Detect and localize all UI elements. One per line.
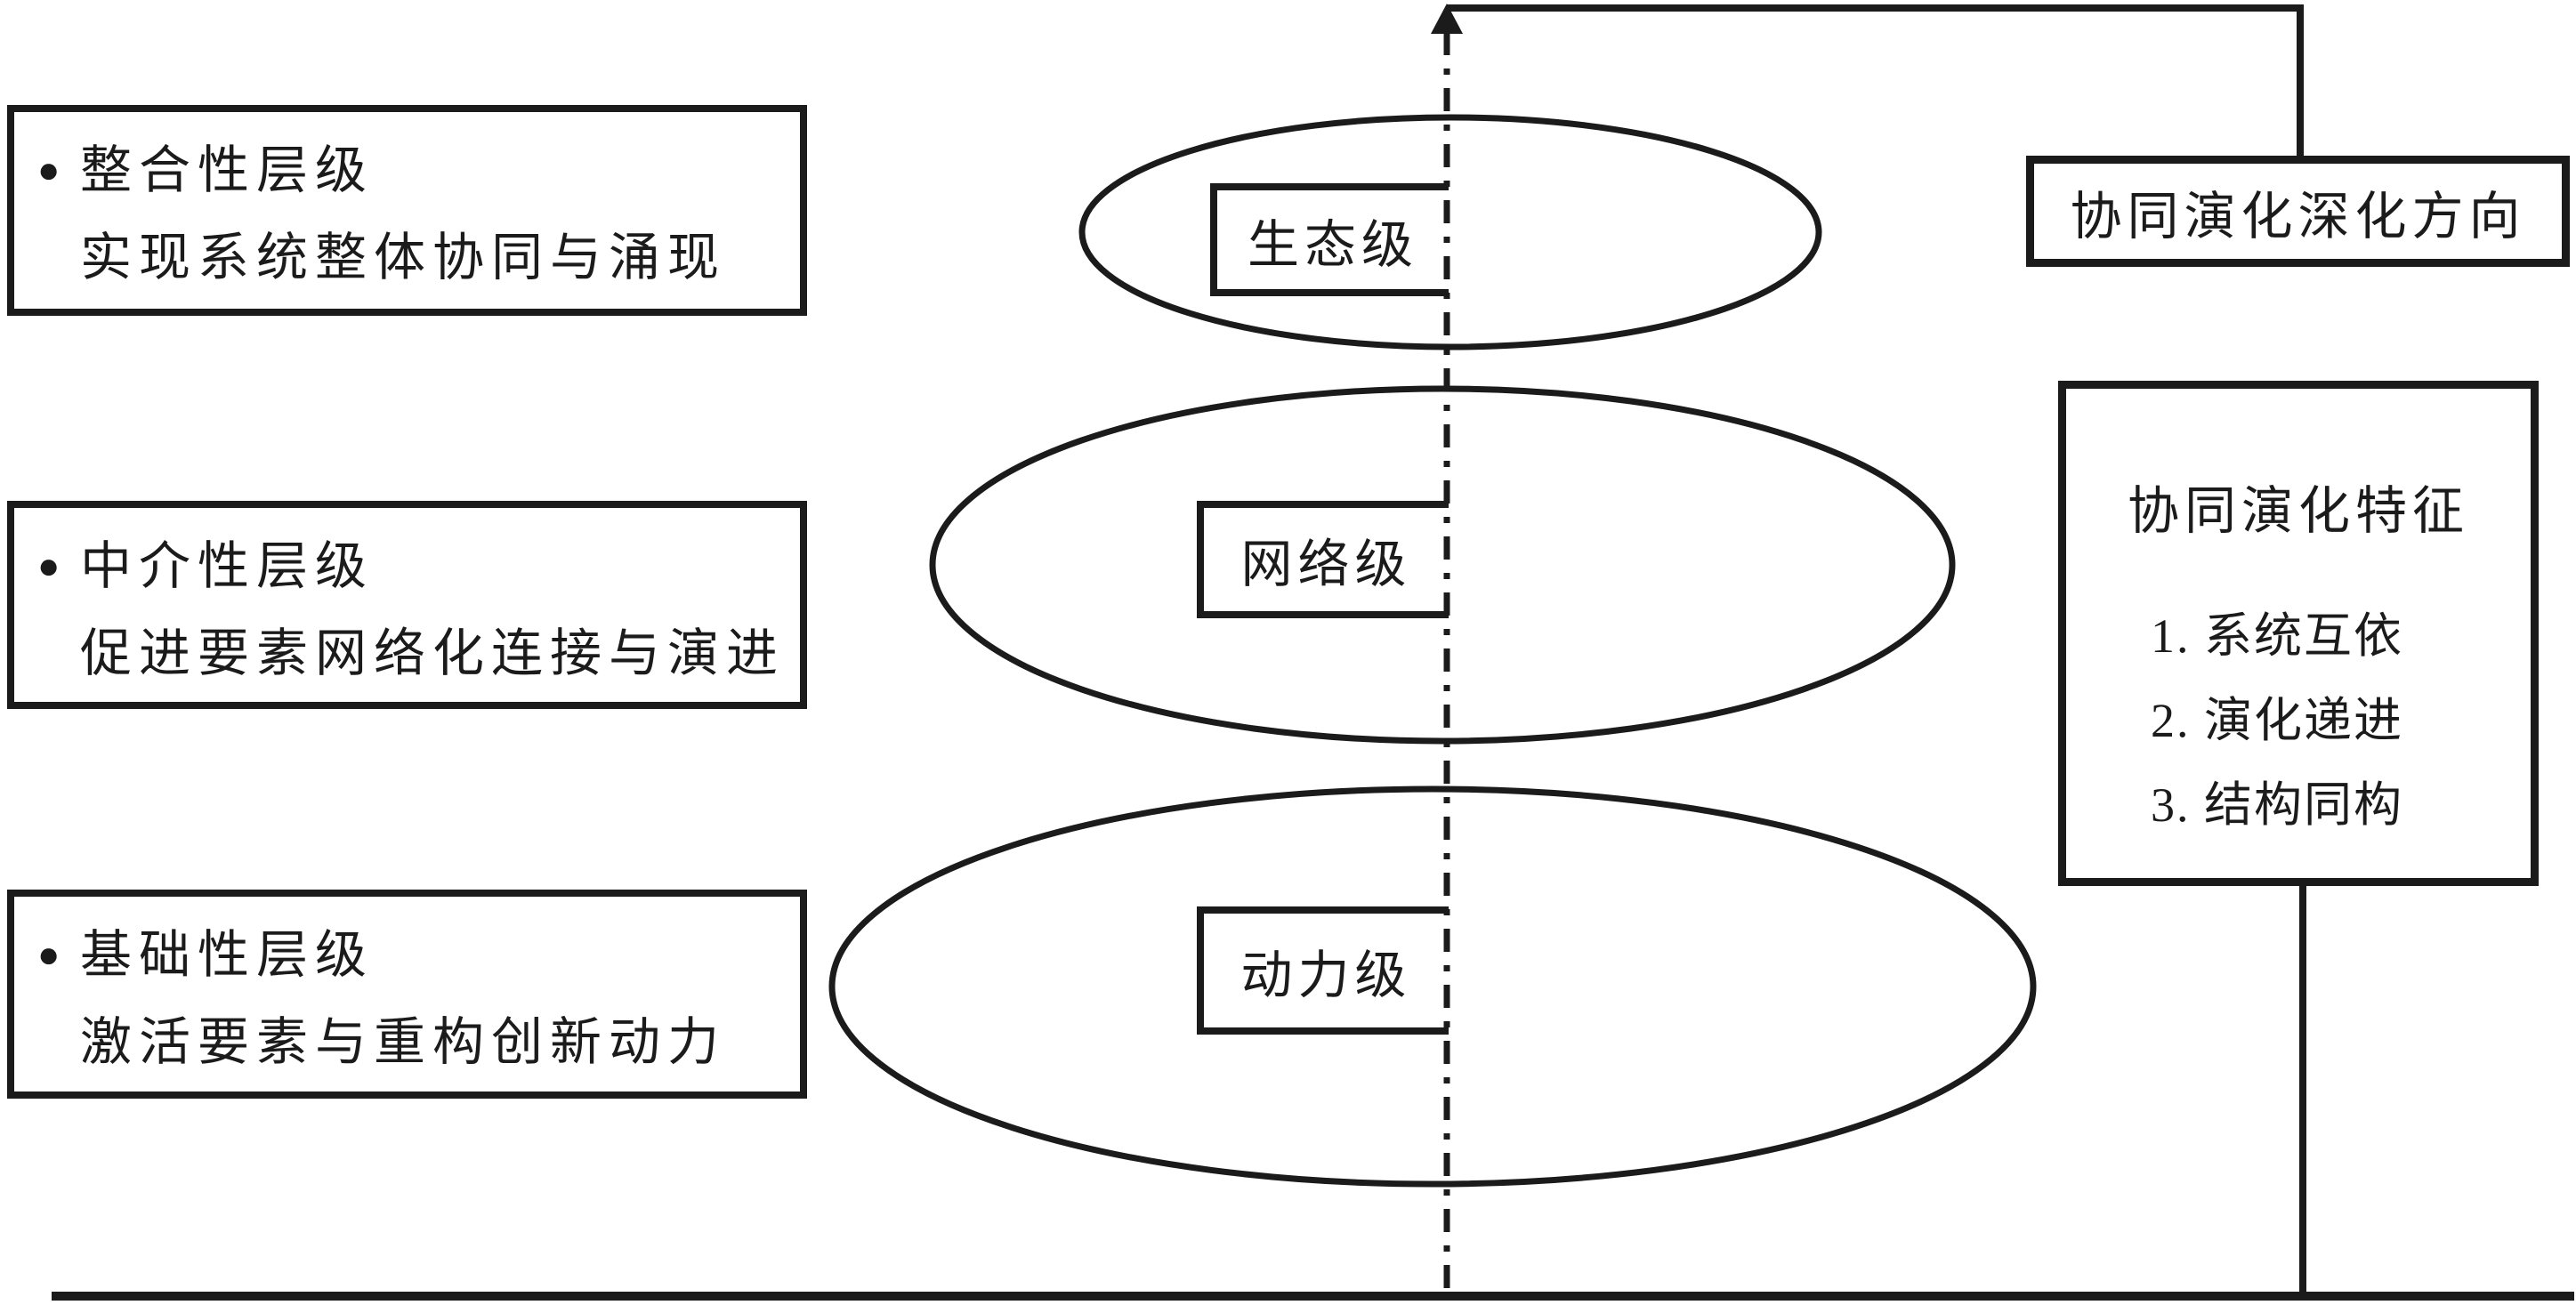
network-level-ellipse (929, 385, 1956, 745)
coevolution-direction-label: 协同演化深化方向 (2070, 187, 2526, 246)
level-description: 实现系统整体协同与涌现 (80, 229, 727, 286)
ellipse-label-text: 生态级 (1247, 215, 1418, 274)
ellipse-label-network: 网络级 (1197, 501, 1449, 618)
level-box-integrative: ● 整合性层级 实现系统整体协同与涌现 (7, 105, 807, 316)
bullet-icon: ● (37, 935, 61, 976)
feature-item: 3. 结构同构 (2151, 778, 2403, 832)
ecology-level-ellipse (1078, 114, 1822, 350)
level-title: 整合性层级 (80, 141, 375, 199)
level-title-row: ● 基础性层级 (37, 927, 800, 984)
feature-item: 1. 系统互依 (2151, 609, 2403, 663)
level-box-foundational: ● 基础性层级 激活要素与重构创新动力 (7, 890, 807, 1099)
coevolution-direction-box: 协同演化深化方向 (2026, 156, 2570, 267)
level-title: 中介性层级 (80, 537, 375, 595)
features-title: 协同演化特征 (2127, 482, 2469, 540)
feature-item: 2. 演化递进 (2151, 694, 2403, 747)
dynamics-level-ellipse (828, 785, 2037, 1188)
ellipse-label-text: 动力级 (1240, 947, 1412, 1004)
up-arrow-icon (1431, 4, 1463, 34)
level-box-intermediary: ● 中介性层级 促进要素网络化连接与演进 (7, 501, 807, 709)
ellipse-label-ecology: 生态级 (1210, 183, 1449, 296)
level-title-row: ● 整合性层级 (37, 142, 800, 199)
level-title-row: ● 中介性层级 (37, 538, 800, 595)
level-description: 激活要素与重构创新动力 (80, 1013, 727, 1071)
ellipse-label-text: 网络级 (1240, 536, 1412, 593)
coevolution-features-box: 协同演化特征 1. 系统互依 2. 演化递进 3. 结构同构 (2058, 381, 2539, 886)
level-title: 基础性层级 (80, 926, 375, 984)
features-list: 1. 系统互依 2. 演化递进 3. 结构同构 (2066, 608, 2531, 834)
bullet-icon: ● (37, 150, 61, 191)
top-right-connector-line (1447, 4, 2304, 156)
bullet-icon: ● (37, 546, 61, 587)
ellipse-label-dynamics: 动力级 (1197, 906, 1449, 1035)
level-description: 促进要素网络化连接与演进 (80, 624, 786, 682)
